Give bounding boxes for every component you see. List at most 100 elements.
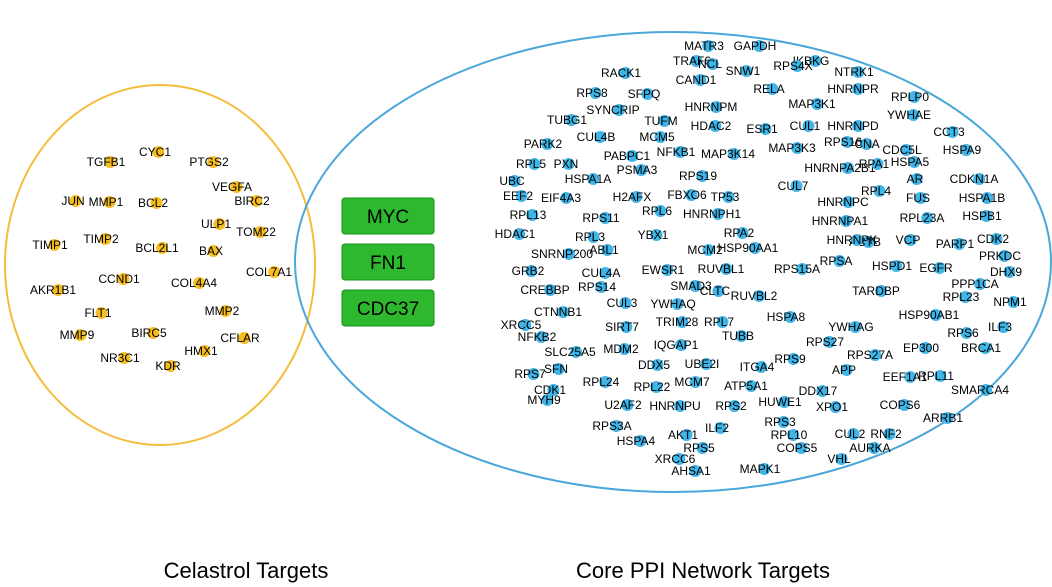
node-dot bbox=[716, 316, 729, 328]
right-gene-ywhaq: YWHAQ bbox=[650, 297, 695, 311]
right-gene-mdm2: MDM2 bbox=[603, 342, 639, 356]
node-dot bbox=[960, 144, 973, 156]
right-gene-gapdh: GAPDH bbox=[734, 39, 777, 53]
node-dot bbox=[748, 242, 761, 254]
right-gene-ddx5: DDX5 bbox=[638, 358, 670, 372]
gene-label: HSPA9 bbox=[943, 143, 982, 157]
right-gene-slc25a5: SLC25A5 bbox=[544, 345, 596, 359]
gene-label: BIRC2 bbox=[234, 194, 270, 208]
gene-label: TIMP1 bbox=[32, 238, 68, 252]
gene-label: COL4A4 bbox=[171, 276, 217, 290]
gene-label: EEF1A1 bbox=[883, 370, 928, 384]
gene-label: HUWE1 bbox=[758, 395, 802, 409]
gene-label: HSPA8 bbox=[767, 310, 806, 324]
node-dot bbox=[728, 148, 741, 160]
gene-label: RPL4 bbox=[861, 184, 891, 198]
gene-box-label: FN1 bbox=[370, 253, 406, 274]
gene-label: ULP1 bbox=[201, 217, 231, 231]
node-dot bbox=[599, 267, 612, 279]
gene-label: AURKA bbox=[849, 441, 890, 455]
node-dot bbox=[599, 376, 612, 388]
right-gene-ar: AR bbox=[907, 172, 924, 186]
gene-label: APP bbox=[832, 363, 856, 377]
left-gene-ptgs2: PTGS2 bbox=[189, 155, 229, 169]
gene-label: NR3C1 bbox=[100, 351, 140, 365]
node-dot bbox=[650, 381, 663, 393]
node-dot bbox=[587, 231, 600, 243]
left-gene-mmp2: MMP2 bbox=[205, 304, 240, 318]
gene-box bbox=[341, 197, 435, 235]
intersection-gene-fn1: FN1 bbox=[341, 243, 435, 281]
gene-label: HSP90AA1 bbox=[718, 241, 779, 255]
right-gene-cul4a: CUL4A bbox=[582, 266, 621, 280]
right-gene-eif4a3: EIF4A3 bbox=[541, 191, 581, 205]
node-dot bbox=[95, 307, 108, 319]
right-gene-rps5: RPS5 bbox=[683, 441, 715, 455]
right-gene-hnrnpu: HNRNPU bbox=[649, 399, 700, 413]
node-dot bbox=[900, 144, 913, 156]
right-gene-trim28: TRIM28 bbox=[656, 315, 699, 329]
node-dot bbox=[674, 400, 687, 412]
gene-label: RPS19 bbox=[679, 169, 717, 183]
right-gene-rpl13: RPL13 bbox=[510, 208, 547, 222]
right-gene-ntrk1: NTRK1 bbox=[834, 65, 874, 79]
node-dot bbox=[150, 197, 163, 209]
right-gene-rpsa: RPSA bbox=[820, 254, 853, 268]
right-gene-mcm5: MCM5 bbox=[639, 130, 675, 144]
gene-label: TRAF6 bbox=[673, 54, 711, 68]
gene-label: RPS8 bbox=[576, 86, 608, 100]
gene-label: VHL bbox=[827, 452, 851, 466]
gene-label: HSPD1 bbox=[872, 259, 912, 273]
node-dot bbox=[626, 150, 639, 162]
right-gene-cul7: CUL7 bbox=[778, 179, 809, 193]
right-gene-rps16: RPS16 bbox=[824, 135, 862, 149]
gene-label: HSP90AB1 bbox=[899, 308, 960, 322]
gene-label: TRIM28 bbox=[656, 315, 699, 329]
node-dot bbox=[635, 164, 648, 176]
node-dot bbox=[658, 115, 671, 127]
gene-label: HDAC1 bbox=[495, 227, 536, 241]
node-dot bbox=[851, 234, 864, 246]
gene-label: CREBBP bbox=[520, 283, 569, 297]
right-gene-atp5a1: ATP5A1 bbox=[724, 379, 768, 393]
right-gene-u2af2: U2AF2 bbox=[604, 398, 642, 412]
node-dot bbox=[526, 209, 539, 221]
gene-label: GRB2 bbox=[512, 264, 545, 278]
right-gene-mapk1: MAPK1 bbox=[740, 462, 781, 476]
right-gene-pxn: PXN bbox=[554, 157, 579, 171]
node-dot bbox=[736, 227, 749, 239]
gene-label: RPS27 bbox=[806, 335, 844, 349]
right-gene-rnf2: RNF2 bbox=[870, 427, 902, 441]
right-gene-hspa9: HSPA9 bbox=[943, 143, 982, 157]
gene-label: SLC25A5 bbox=[544, 345, 596, 359]
node-dot bbox=[811, 98, 824, 110]
right-gene-rela: RELA bbox=[753, 82, 784, 96]
right-gene-rps19: RPS19 bbox=[679, 169, 717, 183]
right-gene-rpl3: RPL3 bbox=[575, 230, 605, 244]
gene-label: HNRNPA1 bbox=[812, 214, 869, 228]
node-dot bbox=[959, 291, 972, 303]
node-dot bbox=[541, 138, 554, 150]
right-gene-matr3: MATR3 bbox=[684, 39, 724, 53]
left-gene-ccnd1: CCND1 bbox=[98, 272, 140, 286]
node-dot bbox=[213, 218, 226, 230]
node-dot bbox=[904, 234, 917, 246]
right-gene-rps4x: RPS4X bbox=[773, 59, 812, 73]
gene-label: FUS bbox=[906, 191, 930, 205]
gene-label: MAP3K1 bbox=[788, 97, 836, 111]
gene-label: CCT3 bbox=[933, 125, 965, 139]
node-dot bbox=[735, 330, 748, 342]
gene-label: ILF3 bbox=[988, 320, 1012, 334]
gene-label: PCNA bbox=[846, 137, 879, 151]
gene-label: CUL3 bbox=[607, 296, 638, 310]
right-gene-hspb1: HSPB1 bbox=[962, 209, 1002, 223]
gene-label: MMP9 bbox=[60, 328, 95, 342]
node-dot bbox=[562, 248, 575, 260]
gene-box-label: CDC37 bbox=[357, 299, 419, 320]
right-gene-ddx17: DDX17 bbox=[799, 384, 838, 398]
node-dot bbox=[104, 156, 117, 168]
node-dot bbox=[710, 101, 723, 113]
gene-label: SMAD3 bbox=[670, 279, 712, 293]
node-dot bbox=[48, 239, 61, 251]
